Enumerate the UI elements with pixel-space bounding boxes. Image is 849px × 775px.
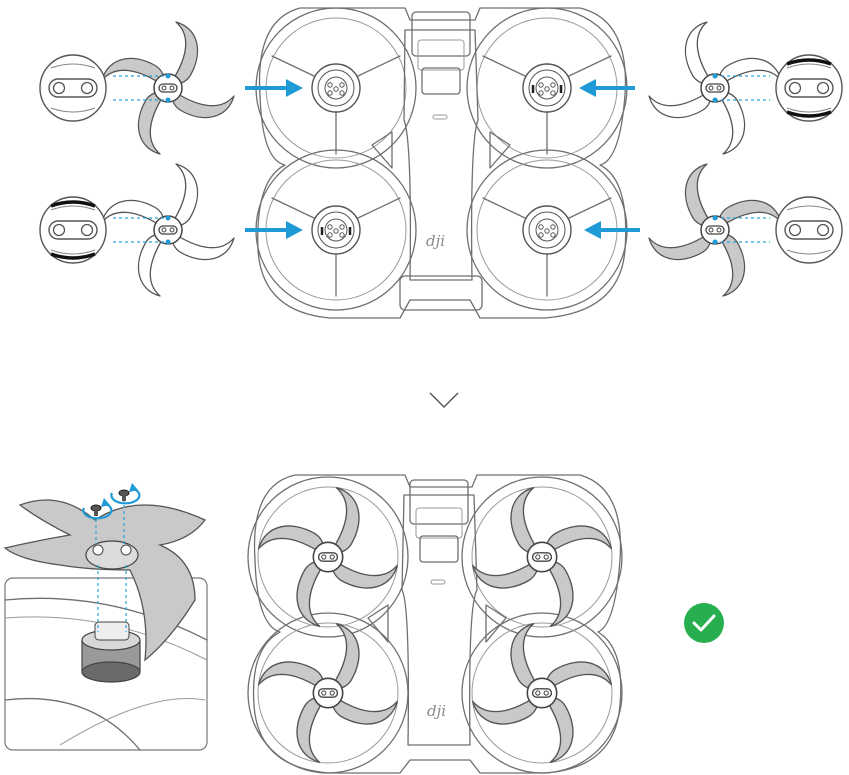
motor-front-left	[311, 63, 361, 113]
mounted-propeller-rear-right	[473, 624, 612, 763]
screw-right	[118, 489, 130, 501]
checkmark-icon	[684, 603, 724, 643]
hub-cap-front-left	[39, 54, 107, 122]
propeller-screw-detail	[3, 483, 208, 751]
motor-rear-right	[522, 205, 572, 255]
propeller-front-left	[102, 22, 234, 154]
drone-top-view-assembled: dji	[247, 474, 623, 774]
mounted-propeller-front-left	[259, 488, 398, 627]
arrow-icon-rear-right	[584, 221, 640, 239]
arrow-icon-front-left	[245, 79, 303, 97]
dji-logo-top: dji	[426, 232, 445, 250]
hub-cap-front-right	[775, 54, 843, 122]
propeller-rear-right	[649, 164, 781, 296]
dji-logo-bottom: dji	[427, 702, 446, 720]
mounted-propeller-rear-left	[259, 624, 398, 763]
propeller-rear-left	[102, 164, 234, 296]
screw-left	[90, 504, 102, 516]
propeller-front-right	[649, 22, 781, 154]
arrow-icon-rear-left	[245, 221, 303, 239]
hub-cap-rear-right	[775, 196, 843, 264]
hub-cap-rear-left	[39, 196, 107, 264]
rotate-arrow-icon-left	[82, 498, 113, 520]
mounted-propeller-front-right	[473, 488, 612, 627]
rotate-arrow-icon-right	[110, 483, 141, 505]
motor-rear-left	[311, 205, 361, 255]
drone-top-view-before: dji	[255, 7, 628, 319]
chevron-down-icon	[429, 392, 459, 408]
arrow-icon-front-right	[579, 79, 635, 97]
motor-front-right	[522, 63, 572, 113]
